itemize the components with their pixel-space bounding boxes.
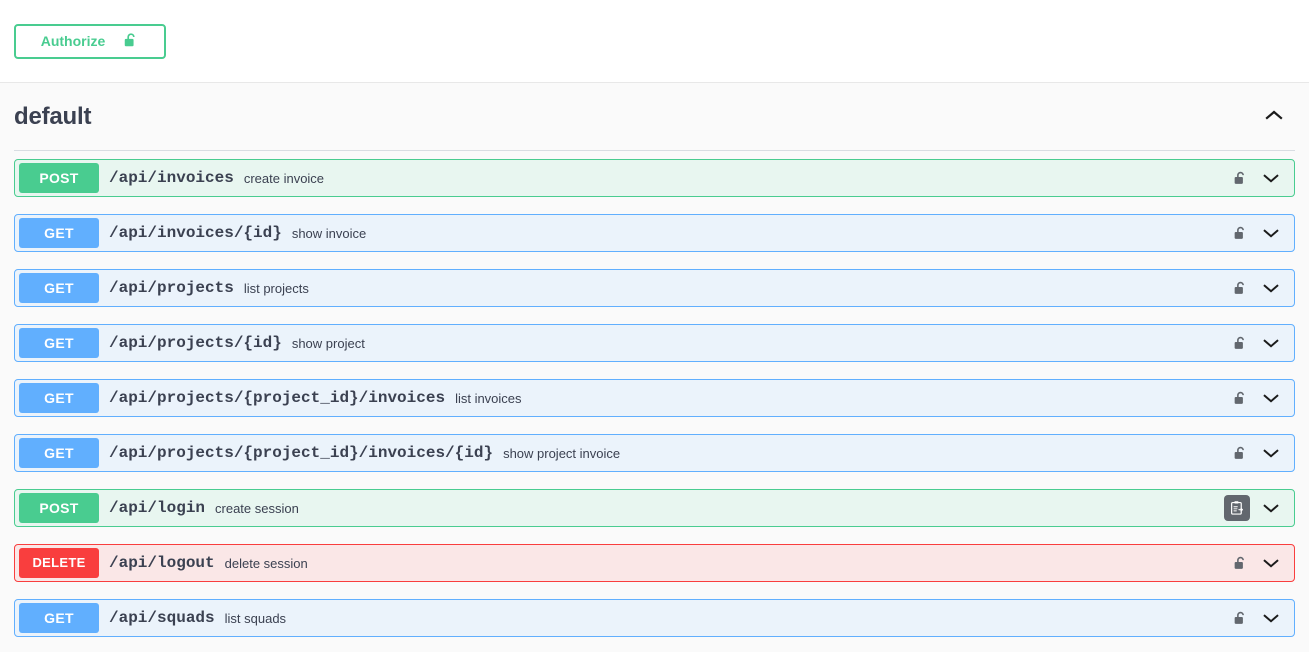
operation-row[interactable]: GET /api/projects/{project_id}/invoices/…	[14, 434, 1295, 472]
operation-row[interactable]: DELETE /api/logout delete session	[14, 544, 1295, 582]
unlocked-padlock-icon[interactable]	[1230, 440, 1250, 466]
authorize-bar: Authorize	[0, 0, 1309, 83]
operation-actions	[1230, 330, 1290, 356]
unlocked-padlock-icon[interactable]	[1230, 605, 1250, 631]
operation-row[interactable]: GET /api/invoices/{id} show invoice	[14, 214, 1295, 252]
unlocked-padlock-icon[interactable]	[1230, 220, 1250, 246]
operation-row[interactable]: GET /api/projects list projects	[14, 269, 1295, 307]
http-method-badge: GET	[19, 328, 99, 358]
operation-path: /api/projects/{project_id}/invoices	[109, 389, 446, 407]
chevron-down-icon[interactable]	[1258, 550, 1284, 576]
unlocked-padlock-icon[interactable]	[1230, 385, 1250, 411]
unlocked-padlock-icon[interactable]	[1230, 330, 1250, 356]
operation-row[interactable]: GET /api/projects/{id} show project	[14, 324, 1295, 362]
operation-summary: create invoice	[243, 170, 325, 186]
section-collapse-toggle[interactable]	[1259, 102, 1289, 132]
operation-summary: create session	[215, 500, 299, 516]
operation-path: /api/invoices	[109, 169, 234, 187]
http-method-badge: POST	[19, 163, 99, 193]
http-method-badge: GET	[19, 218, 99, 248]
operation-summary: list projects	[243, 280, 309, 296]
operation-summary: delete session	[224, 555, 308, 571]
http-method-badge: GET	[19, 383, 99, 413]
unlocked-padlock-icon[interactable]	[1230, 275, 1250, 301]
http-method-badge: DELETE	[19, 548, 99, 578]
authorize-button-label: Authorize	[40, 33, 106, 49]
operation-row[interactable]: POST /api/login create session	[14, 489, 1295, 527]
operation-actions	[1230, 165, 1290, 191]
operation-list: POST /api/invoices create invoice	[14, 159, 1295, 637]
chevron-down-icon[interactable]	[1258, 385, 1284, 411]
operation-path: /api/projects/{project_id}/invoices/{id}	[109, 444, 494, 462]
chevron-down-icon[interactable]	[1258, 330, 1284, 356]
operation-path: /api/squads	[109, 609, 215, 627]
clipboard-arrow-icon[interactable]	[1224, 495, 1250, 521]
chevron-down-icon[interactable]	[1258, 165, 1284, 191]
authorize-button[interactable]: Authorize	[14, 23, 166, 59]
operation-actions	[1230, 605, 1290, 631]
chevron-up-icon	[1264, 109, 1284, 124]
unlocked-padlock-icon	[123, 31, 139, 52]
operation-actions	[1224, 495, 1290, 521]
operation-path: /api/logout	[109, 554, 215, 572]
operation-actions	[1230, 275, 1290, 301]
http-method-badge: GET	[19, 438, 99, 468]
operation-summary: list invoices	[455, 390, 522, 406]
http-method-badge: GET	[19, 603, 99, 633]
operation-actions	[1230, 220, 1290, 246]
operation-actions	[1230, 440, 1290, 466]
operation-path: /api/invoices/{id}	[109, 224, 282, 242]
chevron-down-icon[interactable]	[1258, 495, 1284, 521]
section-divider	[14, 150, 1295, 151]
operation-path: /api/projects/{id}	[109, 334, 282, 352]
operation-summary: show project	[291, 335, 365, 351]
chevron-down-icon[interactable]	[1258, 220, 1284, 246]
operations-section-default: default POST /api/invoices create invoic…	[0, 83, 1309, 637]
chevron-down-icon[interactable]	[1258, 605, 1284, 631]
section-title: default	[14, 102, 92, 130]
chevron-down-icon[interactable]	[1258, 440, 1284, 466]
operation-actions	[1230, 550, 1290, 576]
operation-row[interactable]: POST /api/invoices create invoice	[14, 159, 1295, 197]
operation-summary: list squads	[224, 610, 287, 626]
operation-summary: show invoice	[291, 225, 367, 241]
http-method-badge: GET	[19, 273, 99, 303]
http-method-badge: POST	[19, 493, 99, 523]
section-header-default[interactable]: default	[14, 83, 1295, 150]
operation-row[interactable]: GET /api/projects/{project_id}/invoices …	[14, 379, 1295, 417]
unlocked-padlock-icon[interactable]	[1230, 550, 1250, 576]
operation-summary: show project invoice	[503, 445, 621, 461]
operation-path: /api/projects	[109, 279, 234, 297]
operation-path: /api/login	[109, 499, 206, 517]
unlocked-padlock-icon[interactable]	[1230, 165, 1250, 191]
operation-actions	[1230, 385, 1290, 411]
operation-row[interactable]: GET /api/squads list squads	[14, 599, 1295, 637]
chevron-down-icon[interactable]	[1258, 275, 1284, 301]
